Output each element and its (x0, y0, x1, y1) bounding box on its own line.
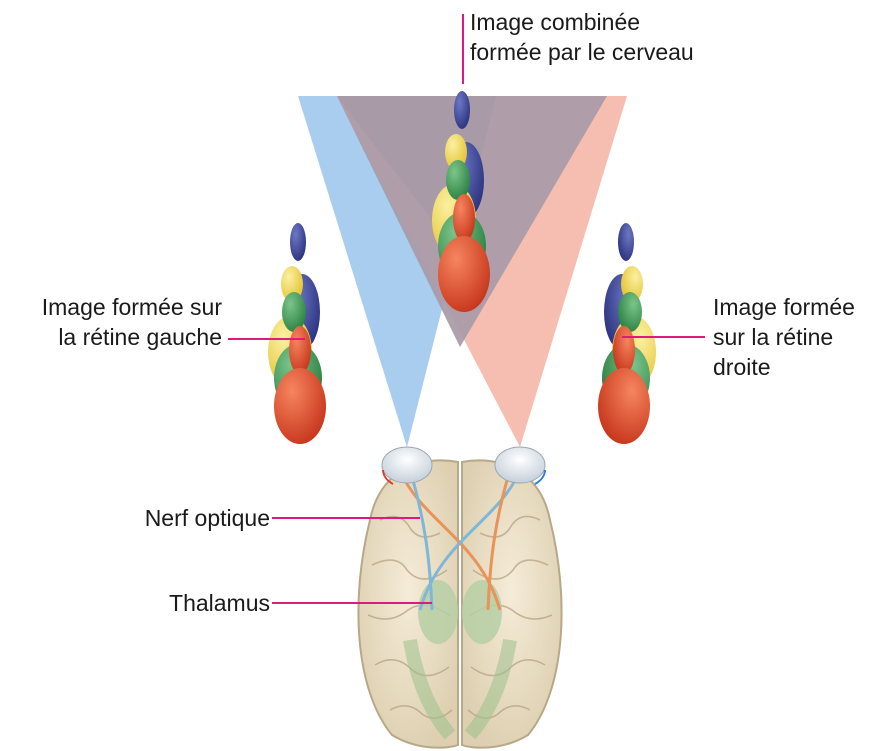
right-retina-label: Image formée sur la rétine droite (713, 292, 855, 382)
right-retina-label-line1: Image formée (713, 292, 855, 322)
thalamus-label: Thalamus (169, 588, 270, 618)
left-retina-label-line1: Image formée sur (42, 292, 222, 322)
right-eye (495, 447, 545, 484)
left-retina-label: Image formée sur la rétine gauche (42, 292, 222, 352)
thalamus-right (462, 580, 502, 644)
left-eye (382, 447, 432, 484)
brain-illustration (358, 460, 561, 747)
right-retina-pins-image (598, 223, 656, 444)
combined-image-label: Image combinée formée par le cerveau (470, 7, 694, 67)
optic-nerve-label-text: Nerf optique (145, 503, 270, 533)
thalamus-left (418, 580, 458, 644)
optic-nerve-label: Nerf optique (145, 503, 270, 533)
left-retina-label-line2: la rétine gauche (42, 322, 222, 352)
right-retina-label-line2: sur la rétine (713, 322, 855, 352)
combined-image-label-line2: formée par le cerveau (470, 37, 694, 67)
thalamus-label-text: Thalamus (169, 588, 270, 618)
combined-image-label-line1: Image combinée (470, 7, 694, 37)
right-retina-label-line3: droite (713, 352, 855, 382)
left-retina-pins-image (268, 223, 326, 444)
